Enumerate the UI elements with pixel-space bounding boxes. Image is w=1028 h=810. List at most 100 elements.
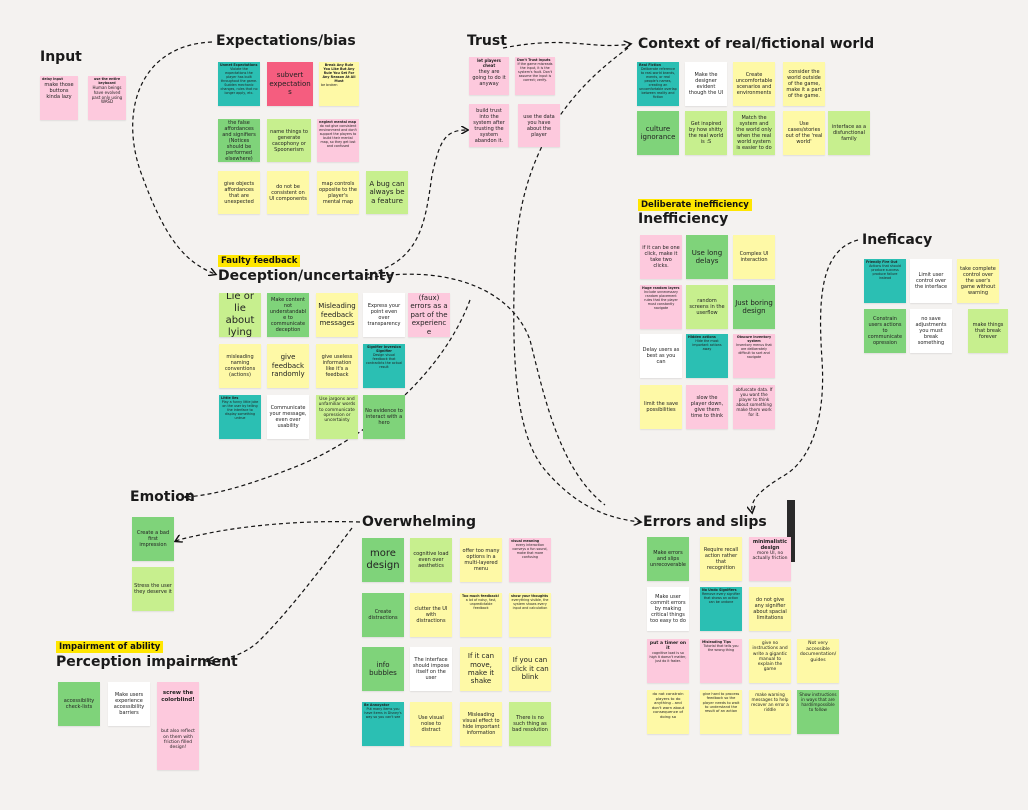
note-accessibility-checklists[interactable]: accessibility check-lists xyxy=(58,682,100,726)
note-let-players-cheat[interactable]: let players cheat they are going to do i… xyxy=(469,57,509,95)
note-false-affordances[interactable]: the false affordances and signifiers (No… xyxy=(218,119,260,162)
note-warning-riddle[interactable]: make warning messages to help recover an… xyxy=(749,690,791,734)
note-bug-feature[interactable]: A bug can always be a feature xyxy=(366,171,408,214)
note-delay-users[interactable]: Delay users as best as you can xyxy=(640,334,682,378)
note-dont-trust-inputs[interactable]: Don't Trust Inputs If the game misreads … xyxy=(515,57,555,95)
note-title: Be Annoyator xyxy=(364,703,390,707)
note-misleading-visual[interactable]: Misleading visual effect to hide importa… xyxy=(460,702,502,746)
note-obfuscate-data[interactable]: obfuscate data. If you want the player t… xyxy=(733,385,775,429)
note-friendly-fire[interactable]: Friendly Fire Out Actions that should pr… xyxy=(864,259,906,303)
note-spacial-limitations[interactable]: do not give any signifier about spacial … xyxy=(749,587,791,631)
note-body: be broken xyxy=(321,82,338,87)
note-too-much-feedback[interactable]: Too much feedback! a lot of noisy, fast,… xyxy=(460,593,502,637)
note-show-thoughts[interactable]: show your thoughts everything visible, t… xyxy=(509,593,551,637)
note-minimalistic-design[interactable]: minimalistic design more UI, no actually… xyxy=(749,537,791,581)
note-designer-evident[interactable]: Make the designer evident though the UI xyxy=(685,62,727,106)
note-cognitive-load[interactable]: cognitive load even over aesthetics xyxy=(410,538,452,582)
note-bad-resolution[interactable]: There is no such thing as bad resolution xyxy=(509,702,551,746)
note-break-forever[interactable]: make things that break forever xyxy=(968,309,1008,353)
note-info-bubbles[interactable]: info bubbles xyxy=(362,647,404,691)
note-hidden-actions[interactable]: Hidden actions Hide the most important a… xyxy=(686,334,728,378)
note-not-understandable[interactable]: Make content not understandable to commu… xyxy=(267,293,309,337)
note-unmet-expectations[interactable]: Unmet Expectations Violate the expectati… xyxy=(218,62,260,106)
note-limit-control[interactable]: Limit user control over the interface xyxy=(910,259,952,303)
note-little-lies[interactable]: Little lies Play a funny little joke on … xyxy=(219,395,261,439)
note-title: Friendly Fire Out xyxy=(866,260,898,264)
note-unexpected-affordances[interactable]: give objects affordances that are unexpe… xyxy=(218,171,260,214)
note-faux-errors[interactable]: (faux) errors as a part of the experienc… xyxy=(408,293,450,337)
note-inaccessible-docs[interactable]: Not very accessible documentation/guides xyxy=(797,639,839,683)
note-too-many-options[interactable]: offer too many options in a multi-layere… xyxy=(460,538,502,582)
note-visual-noise[interactable]: Use visual noise to distract xyxy=(410,702,452,746)
heading-ineficacy: Ineficacy xyxy=(862,232,933,248)
arrow-deception-to-errors xyxy=(367,273,606,506)
note-name-cacophony[interactable]: name things to generate cacophony or Spo… xyxy=(267,119,311,162)
note-jargons[interactable]: Use jargons and unfamiliar words to comm… xyxy=(316,395,358,439)
note-misleading-feedback[interactable]: Misleading feedback messages xyxy=(316,293,358,337)
note-disfunctional-family[interactable]: interface as a disfunctional family xyxy=(828,111,870,155)
note-lie-about-lying[interactable]: Lie or lie about lying xyxy=(219,293,261,337)
note-body: Remove every signifier that shows an act… xyxy=(702,591,740,604)
note-slow-player[interactable]: slow the player down, give them time to … xyxy=(686,385,728,429)
note-two-clicks[interactable]: if it can be one click, make it take two… xyxy=(640,235,682,279)
note-uncomfortable-scenarios[interactable]: Create uncomfortable scenarios and envir… xyxy=(733,62,775,106)
note-useless-info[interactable]: give useless information like it's a fee… xyxy=(316,344,358,388)
note-world-outside[interactable]: consider the world outside of the game, … xyxy=(783,62,825,106)
note-neglect-mental-map[interactable]: neglect mental map do not give consisten… xyxy=(317,119,359,162)
note-break-any-rule[interactable]: Break Any Rule You Like But Any Rule You… xyxy=(319,62,359,106)
note-communicate-message[interactable]: Communicate your message, even over usab… xyxy=(267,395,309,439)
note-limit-save[interactable]: limit the save possibilities xyxy=(640,385,682,429)
note-constrain-actions[interactable]: Constrain users actions to communicate o… xyxy=(864,309,906,353)
note-more-design[interactable]: more design xyxy=(362,538,404,582)
note-impossible-instructions[interactable]: Show instructions in ways that are hard/… xyxy=(797,690,839,734)
note-misleading-tips[interactable]: Misleading Tips Tutorial that tells you … xyxy=(700,639,742,683)
note-random-feedback[interactable]: give feedback randomly xyxy=(267,344,309,388)
note-put-timer[interactable]: put a timer on it cognitive load is so h… xyxy=(647,639,689,683)
note-visual-meaning[interactable]: visual meaning every interaction conveys… xyxy=(509,538,551,582)
note-make-it-shake[interactable]: If it can move, make it shake xyxy=(460,647,502,691)
note-body: Play a funny little joke on the user by … xyxy=(221,399,259,420)
note-build-trust[interactable]: build trust into the system after trusti… xyxy=(469,104,509,147)
note-take-control[interactable]: take complete control over the user's ga… xyxy=(957,259,999,303)
note-recall-action[interactable]: Require recall action rather that recogn… xyxy=(700,537,742,581)
note-long-delays[interactable]: Use long delays xyxy=(686,235,728,279)
note-huge-random-layers[interactable]: Huge random layers Include unnecessary r… xyxy=(640,285,682,329)
note-shitty-world[interactable]: Get inspired by how shitty the real worl… xyxy=(685,111,727,155)
note-be-annoyator[interactable]: Be Annoyator Put many items you have ite… xyxy=(362,702,404,746)
note-opposite-controls[interactable]: map controls opposite to the player's me… xyxy=(317,171,359,214)
note-obscure-inventory[interactable]: Obscure inventory system Inventory menus… xyxy=(733,334,775,378)
note-no-evidence[interactable]: No evidence to interact with a hero xyxy=(363,395,405,439)
note-hard-feedback[interactable]: give hard to process feedback so the pla… xyxy=(700,690,742,734)
note-inconsistent-ui[interactable]: do not be consistent on UI components xyxy=(267,171,309,214)
note-no-constrain[interactable]: do not constrain players to do anything … xyxy=(647,690,689,734)
note-screw-colorblind[interactable]: screw the colorblind! but also reflect o… xyxy=(157,682,199,770)
note-signifier-inversion[interactable]: Signifier Inversion Signifier Design vis… xyxy=(363,344,405,388)
note-unrecoverable[interactable]: Make errors and slips unrecoverable xyxy=(647,537,689,581)
note-no-undo[interactable]: No Undo Signifiers Remove every signifie… xyxy=(700,587,742,631)
note-stress-user[interactable]: Stress the user they deserve it xyxy=(132,567,174,611)
note-bad-first-impression[interactable]: Create a bad first impression xyxy=(132,517,174,561)
note-express-point[interactable]: Express your point even over transparenc… xyxy=(363,293,405,337)
note-use-keyboard[interactable]: use the entire keyboard Human beings hav… xyxy=(88,76,126,120)
note-commit-errors[interactable]: Make user commit errors by making critic… xyxy=(647,587,689,631)
note-use-cases[interactable]: Use cases/stories out of the 'real world… xyxy=(783,111,825,155)
scroll-handle[interactable] xyxy=(787,500,795,562)
note-misleading-naming[interactable]: misleading naming conventions (actions) xyxy=(219,344,261,388)
note-click-blink[interactable]: If you can click it can blink xyxy=(509,647,551,691)
note-clutter-ui[interactable]: clutter the UI with distractions xyxy=(410,593,452,637)
note-random-screens[interactable]: random screens in the userflow xyxy=(686,285,728,329)
note-complex-ui[interactable]: Complex UI interaction xyxy=(733,235,775,279)
note-match-system-world[interactable]: Match the system and the world only when… xyxy=(733,111,775,155)
note-gigantic-manual[interactable]: give no instructions and write a giganti… xyxy=(749,639,791,683)
note-boring-design[interactable]: Just boring design xyxy=(733,285,775,329)
note-delay-input[interactable]: delay input make those buttons kinda laz… xyxy=(40,76,78,120)
note-no-save[interactable]: no save adjustments you must break somet… xyxy=(910,309,952,353)
note-culture-ignorance[interactable]: culture ignorance xyxy=(637,111,679,155)
note-create-distractions[interactable]: Create distractions xyxy=(362,593,404,637)
note-real-fiction[interactable]: Real Fiction Deliberate reference to rea… xyxy=(637,62,679,106)
note-interface-impose[interactable]: The interface should impose itself on th… xyxy=(410,647,452,691)
note-subvert-expectations[interactable]: subvert expectations xyxy=(267,62,313,106)
note-use-player-data[interactable]: use the data you have about the player xyxy=(518,104,560,147)
note-accessibility-barriers[interactable]: Make users experience accessibility barr… xyxy=(108,682,150,726)
